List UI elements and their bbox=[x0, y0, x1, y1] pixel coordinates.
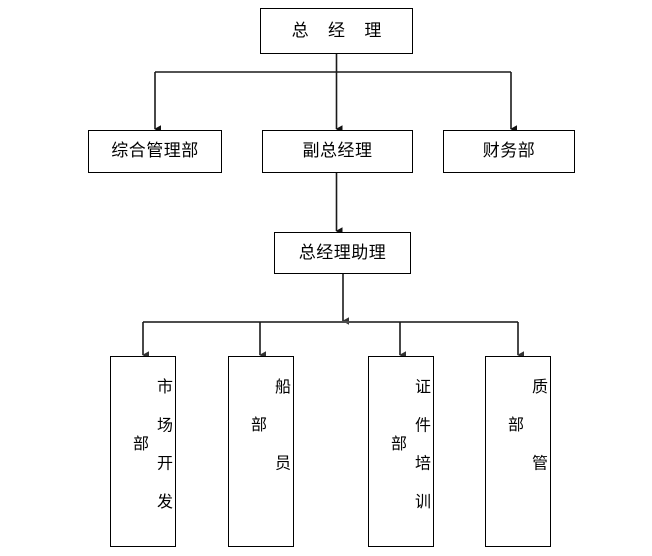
node-label-general-manager-assistant: 总经理助理 bbox=[298, 242, 387, 263]
node-label-quality-management-dept: 质管部 bbox=[505, 378, 548, 531]
node-quality-management-dept[interactable]: 质管部 bbox=[485, 356, 551, 547]
node-comprehensive-management-dept[interactable]: 综合管理部 bbox=[88, 130, 222, 173]
node-general-manager-assistant[interactable]: 总经理助理 bbox=[274, 232, 411, 274]
node-general-manager[interactable]: 总 经 理 bbox=[260, 8, 413, 54]
node-label-market-development-dept: 市场开发部 bbox=[130, 378, 173, 531]
node-label-deputy-general-manager: 副总经理 bbox=[302, 141, 373, 162]
node-deputy-general-manager[interactable]: 副总经理 bbox=[262, 130, 413, 173]
node-certificate-training-dept[interactable]: 证件培训部 bbox=[368, 356, 434, 547]
node-label-certificate-training-dept: 证件培训部 bbox=[388, 378, 431, 531]
node-label-finance-dept: 财务部 bbox=[482, 141, 536, 162]
node-finance-dept[interactable]: 财务部 bbox=[443, 130, 575, 173]
node-label-crew-dept: 船员部 bbox=[248, 378, 291, 531]
node-label-general-manager: 总 经 理 bbox=[291, 20, 389, 41]
node-crew-dept[interactable]: 船员部 bbox=[228, 356, 294, 547]
node-label-comprehensive-management-dept: 综合管理部 bbox=[111, 141, 199, 162]
node-market-development-dept[interactable]: 市场开发部 bbox=[110, 356, 176, 547]
